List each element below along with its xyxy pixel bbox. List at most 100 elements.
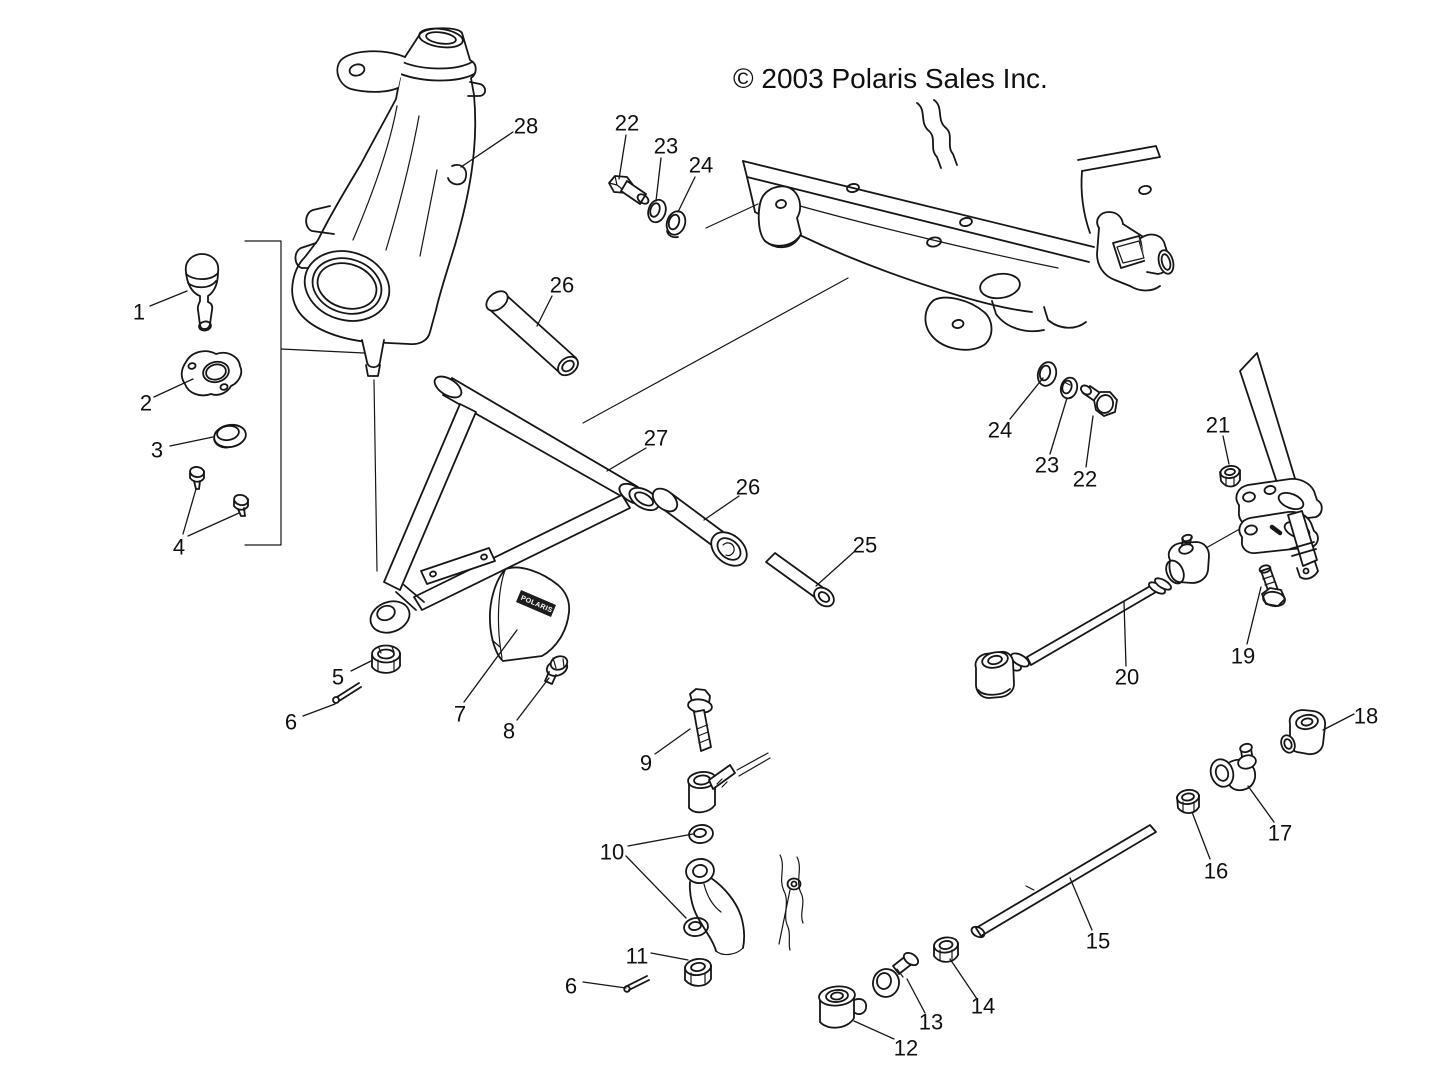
ball-stud-13 xyxy=(872,951,920,998)
callout-label-3: 3 xyxy=(151,438,163,463)
callout-leader-5 xyxy=(350,660,372,672)
frame-cut-fragment xyxy=(778,854,804,951)
callout-label-19: 19 xyxy=(1231,644,1255,669)
callout-label-5: 5 xyxy=(332,665,344,690)
gasket-plate xyxy=(180,350,243,397)
callout-label-2: 2 xyxy=(140,391,152,416)
a-arm-guard: POLARIS xyxy=(489,566,571,662)
pivot-tube-upper xyxy=(485,290,579,377)
callout-label-4: 4 xyxy=(173,535,185,560)
callout-label-1: 1 xyxy=(133,300,145,325)
a-arm xyxy=(369,375,660,634)
callout-label-24: 24 xyxy=(988,418,1012,443)
lock-washer-23-mid xyxy=(1059,376,1079,400)
callout-label-27: 27 xyxy=(644,426,668,451)
callout-label-22: 22 xyxy=(1073,467,1097,492)
callout-leader-9 xyxy=(654,728,691,755)
callout-leader-20 xyxy=(1123,601,1127,667)
callout-label-13: 13 xyxy=(919,1010,943,1035)
callout-label-26: 26 xyxy=(736,475,760,500)
bolt-19 xyxy=(1258,564,1286,608)
callout-leader-14 xyxy=(949,958,978,1000)
inner-tie-rod-end xyxy=(687,752,771,814)
callout-leader-3 xyxy=(169,436,214,447)
rod-end-housing-18 xyxy=(1280,709,1326,756)
cotter-pin-lower xyxy=(623,975,650,993)
callout-label-12: 12 xyxy=(894,1036,918,1061)
callout-label-22: 22 xyxy=(615,111,639,136)
callout-label-18: 18 xyxy=(1354,704,1378,729)
nut-14 xyxy=(933,936,959,963)
callout-leader-26 xyxy=(703,495,740,521)
callout-leader-1 xyxy=(149,290,188,307)
callout-leader-24 xyxy=(1009,377,1044,420)
callout-leader-4 xyxy=(182,488,197,535)
callout-leader-25 xyxy=(815,550,856,587)
drag-link-rod-15 xyxy=(970,824,1157,939)
flange-bolt-8 xyxy=(544,655,569,685)
bolt-22-mid xyxy=(1080,384,1118,417)
callout-leader-19 xyxy=(1246,586,1262,645)
callout-label-25: 25 xyxy=(853,533,877,558)
callout-leader-27 xyxy=(606,447,647,472)
callout-label-11: 11 xyxy=(626,944,649,969)
callout-leader-22 xyxy=(1085,415,1094,468)
callout-label-26: 26 xyxy=(550,273,574,298)
ball-joint xyxy=(184,253,220,332)
castle-nut xyxy=(371,644,401,674)
callout-label-15: 15 xyxy=(1086,929,1110,954)
callout-label-9: 9 xyxy=(640,751,652,776)
callout-leader-11 xyxy=(650,952,689,961)
callout-leader-4 xyxy=(187,512,240,537)
callout-label-24: 24 xyxy=(689,153,713,178)
nut-16 xyxy=(1176,789,1200,815)
grease-fitting-screws xyxy=(189,466,249,517)
rod-end-17 xyxy=(1209,742,1257,792)
callout-leader-17 xyxy=(1247,785,1275,823)
callout-leader-22 xyxy=(618,134,627,180)
callout-leader-23 xyxy=(655,157,662,202)
callout-label-16: 16 xyxy=(1204,859,1228,884)
callout-label-14: 14 xyxy=(971,994,995,1019)
callout-label-17: 17 xyxy=(1268,821,1292,846)
nut-21 xyxy=(1219,465,1241,488)
callout-leader-16 xyxy=(1191,811,1211,860)
frame xyxy=(742,99,1175,351)
steering-post xyxy=(1235,352,1323,580)
callout-leader-6 xyxy=(302,703,336,717)
callout-label-23: 23 xyxy=(654,134,678,159)
callout-leader-15 xyxy=(1069,877,1093,931)
steering-knuckle xyxy=(291,27,487,377)
callout-leader-7 xyxy=(463,629,518,703)
pivot-bushing-lower xyxy=(651,487,748,567)
rod-end-housing-12 xyxy=(818,985,867,1029)
callout-label-28: 28 xyxy=(514,114,538,139)
callout-leader-21 xyxy=(1222,435,1230,465)
callout-label-10: 10 xyxy=(600,840,624,865)
bolt-22-top xyxy=(608,175,650,205)
bolt-9 xyxy=(687,688,713,752)
callout-leader-10 xyxy=(625,855,687,919)
cotter-pin-upper xyxy=(332,682,362,704)
pitman-arm-fragment xyxy=(685,858,745,956)
callout-label-6: 6 xyxy=(285,710,297,735)
copyright-title: © 2003 Polaris Sales Inc. xyxy=(733,63,1048,94)
washers-10 xyxy=(683,824,714,937)
callout-leader-6 xyxy=(582,981,627,989)
nut-11 xyxy=(684,957,712,987)
callout-label-6: 6 xyxy=(565,974,577,999)
callout-leader-23 xyxy=(1049,397,1068,455)
callout-leader-26 xyxy=(536,295,553,327)
spacer-sleeve-25 xyxy=(765,552,835,608)
callout-leader-8 xyxy=(516,677,550,721)
callout-label-21: 21 xyxy=(1206,413,1230,438)
lock-washer-23-top xyxy=(647,198,667,224)
callout-leader-24 xyxy=(677,176,696,213)
callout-leader-2 xyxy=(153,378,194,398)
callout-label-7: 7 xyxy=(454,702,466,727)
bushing-ring xyxy=(213,423,247,449)
washer-24-mid xyxy=(1036,361,1058,387)
callout-label-8: 8 xyxy=(503,719,515,744)
